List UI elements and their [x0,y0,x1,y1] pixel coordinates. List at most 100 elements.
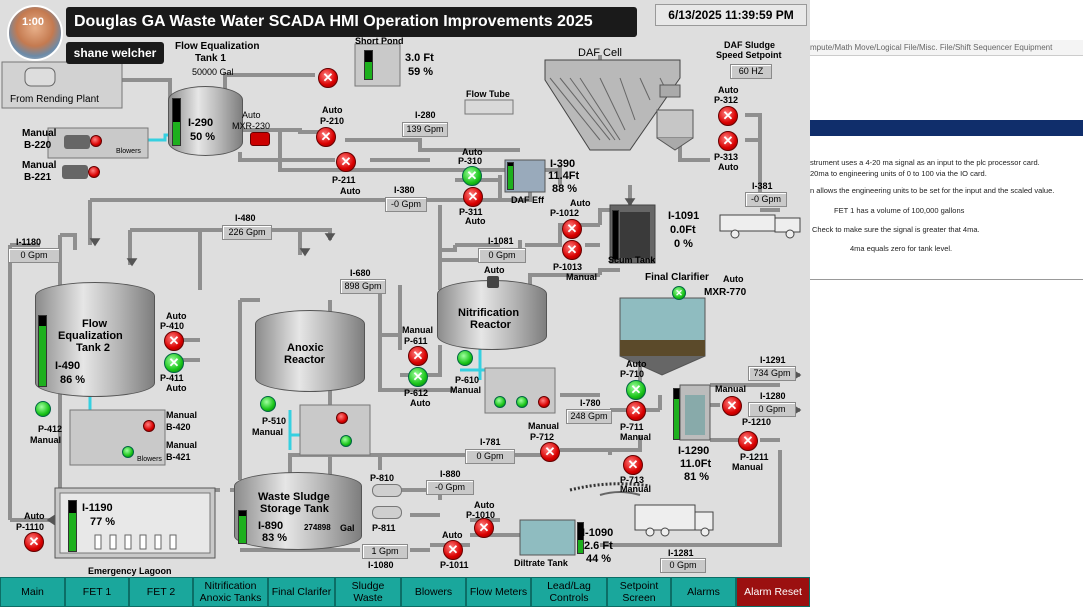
anoxic-blower-2-icon[interactable] [340,435,352,447]
b221-label: B-221 [24,172,52,183]
author-tag[interactable]: shane welcher [66,42,164,64]
p211-pump[interactable]: ✕ [336,152,356,172]
mxr230-mixer[interactable] [250,132,270,146]
nav-lead-lag[interactable]: Lead/Lag Controls [531,577,607,607]
i680-label: I-680 [350,268,371,278]
ws-gal-unit: Gal [340,523,355,533]
nitrif-mixer-icon[interactable] [487,276,499,288]
nav-main[interactable]: Main [0,577,65,607]
i290-level-bar [172,98,181,146]
p1012-mode: Auto [570,198,591,208]
short-pond-pump[interactable]: ✕ [318,68,338,88]
i490-level-bar [38,315,47,387]
nav-fet2[interactable]: FET 2 [129,577,193,607]
daf-speed-setpoint[interactable]: 60 HZ [730,64,772,79]
p1110-label: P-1110 [16,522,45,532]
i1090-level-bar [577,522,584,554]
p510-pump[interactable] [260,396,276,412]
nav-fet1[interactable]: FET 1 [65,577,129,607]
avatar[interactable] [7,5,63,61]
ws-title-2: Storage Tank [260,503,329,515]
p1010-pump[interactable]: ✕ [474,518,494,538]
nav-blowers[interactable]: Blowers [401,577,466,607]
p1013-pump[interactable]: ✕ [562,240,582,260]
b421-mode: Manual [166,440,198,450]
i780-value: 248 Gpm [566,409,612,424]
p610-pump[interactable] [457,350,473,366]
p1012-pump[interactable]: ✕ [562,219,582,239]
nav-alarm-reset[interactable]: Alarm Reset [736,577,810,607]
p1110-pump[interactable]: ✕ [24,532,44,552]
waste-sludge-tank[interactable] [234,472,362,550]
i390-level-bar [507,162,514,190]
p611-pump[interactable]: ✕ [408,346,428,366]
nitrif-blower-3-icon[interactable] [538,396,550,408]
nav-nitrification-anoxic[interactable]: Nitrification Anoxic Tanks [193,577,268,607]
p313-mode: Auto [718,162,739,172]
p1011-label: P-1011 [440,560,469,570]
p412-pump[interactable] [35,401,51,417]
anoxic-blower-1-icon[interactable] [336,412,348,424]
mxr230-mode: Auto [242,110,261,120]
p712-pump[interactable]: ✕ [540,442,560,462]
nav-setpoint-screen[interactable]: Setpoint Screen [607,577,671,607]
p411-pump[interactable]: ✕ [164,353,184,373]
p713-mode: Manual [620,484,652,494]
i1291-label: I-1291 [760,355,786,365]
mxr770-mixer[interactable]: ✕ [672,286,686,300]
p210-mode: Auto [322,105,343,115]
i890-label: I-890 [258,520,284,532]
p210-pump[interactable]: ✕ [316,127,336,147]
nav-sludge-waste[interactable]: Sludge Waste [335,577,401,607]
p711-pump[interactable]: ✕ [626,401,646,421]
p710-pump[interactable]: ✕ [626,380,646,400]
p612-pump[interactable]: ✕ [408,367,428,387]
i1190-level-bar [68,500,77,552]
i1091-label: I-1091 [668,210,700,222]
b221-status-icon[interactable] [88,166,100,178]
nitrification-reactor[interactable] [437,280,547,350]
p1211-pump[interactable]: ✕ [738,431,758,451]
short-pond-level-bar [364,50,373,80]
nitrif-blower-2-icon[interactable] [516,396,528,408]
speed-setpoint-label: Speed Setpoint [716,50,782,60]
flow-eq-tank-2[interactable] [35,282,155,397]
p1210-pump[interactable]: ✕ [722,396,742,416]
p713-pump[interactable]: ✕ [623,455,643,475]
i1180-value: 0 Gpm [8,248,60,263]
logic-menu-bar[interactable]: mpute/Math Move/Logical File/Misc. File/… [810,40,1083,56]
i390-ft: 11.4Ft [548,170,580,182]
p1013-mode: Manual [566,272,598,282]
p1011-pump[interactable]: ✕ [443,540,463,560]
nav-final-clarifier[interactable]: Final Clarifer [268,577,335,607]
nav-flow-meters[interactable]: Flow Meters [466,577,531,607]
b220-status-icon[interactable] [90,135,102,147]
p811-pump[interactable] [372,506,402,519]
nitrif-label-1: Nitrification [458,307,520,319]
flow-tube-label: Flow Tube [466,89,510,99]
feq2-title-3: Tank 2 [76,342,111,354]
b220-label: B-220 [24,140,52,151]
short-pond-ft: 3.0 Ft [405,52,434,64]
note-line-6: 4ma equals zero for tank level. [850,244,953,253]
i890-level-bar [238,510,247,544]
b421-status-icon[interactable] [122,446,134,458]
anoxic-reactor[interactable] [255,310,365,392]
nitrif-blower-1-icon[interactable] [494,396,506,408]
p810-pump[interactable] [372,484,402,497]
note-line-3: n allows the engineering units to be set… [810,186,1055,195]
p211-mode: Auto [340,186,361,196]
p313-pump[interactable]: ✕ [718,131,738,151]
b420-status-icon[interactable] [143,420,155,432]
p610-label: P-610 [455,375,480,385]
b220-mode: Manual [22,128,57,139]
p712-label: P-712 [530,432,555,442]
note-line-2: 20ma to engineering units of 0 to 100 vi… [810,169,987,178]
p312-pump[interactable]: ✕ [718,106,738,126]
blowers-label-1: Blowers [116,148,141,155]
p310-pump[interactable]: ✕ [462,166,482,186]
nav-alarms[interactable]: Alarms [671,577,736,607]
p410-pump[interactable]: ✕ [164,331,184,351]
p811-label: P-811 [372,523,396,533]
p311-pump[interactable]: ✕ [463,187,483,207]
